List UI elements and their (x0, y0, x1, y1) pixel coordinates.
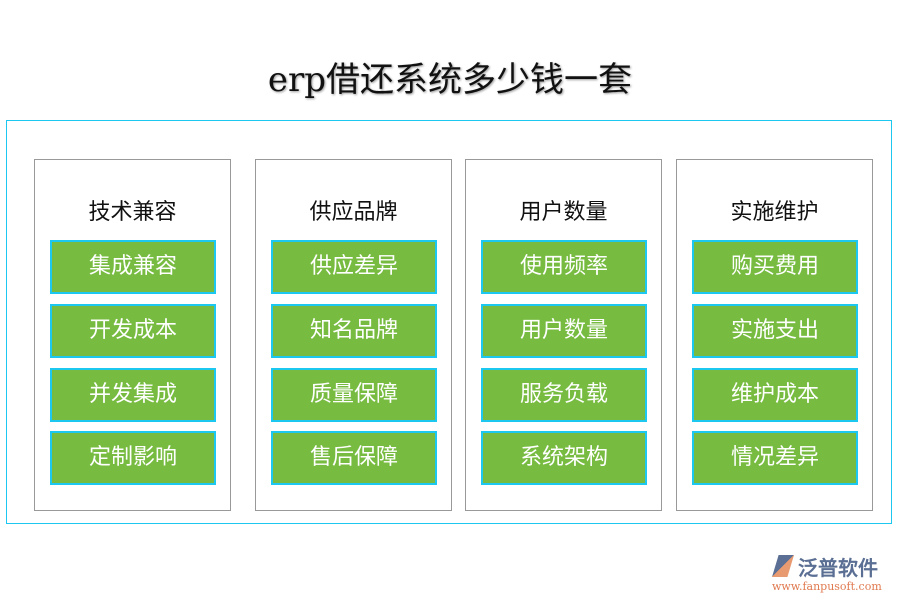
outer-frame (6, 120, 892, 524)
factor-item: 质量保障 (271, 368, 437, 422)
category-heading: 技术兼容 (88, 200, 177, 225)
category-column: 用户数量使用频率用户数量服务负载系统架构 (465, 159, 662, 511)
factor-item: 使用频率 (481, 240, 647, 294)
logo-icon (772, 555, 794, 577)
factor-item: 开发成本 (50, 304, 216, 358)
page-title: erp借还系统多少钱一套 (267, 60, 633, 100)
factor-item: 购买费用 (692, 240, 858, 294)
factor-item: 集成兼容 (50, 240, 216, 294)
factor-item: 供应差异 (271, 240, 437, 294)
factor-item: 实施支出 (692, 304, 858, 358)
category-heading: 供应品牌 (309, 200, 398, 225)
logo-url: www.fanpusoft.com (772, 580, 882, 593)
factor-item: 定制影响 (50, 431, 216, 485)
factor-item: 售后保障 (271, 431, 437, 485)
factor-item: 并发集成 (50, 368, 216, 422)
logo: 泛普软件 www.fanpusoft.com (770, 552, 895, 597)
category-heading: 实施维护 (730, 200, 819, 225)
factor-item: 系统架构 (481, 431, 647, 485)
logo-name: 泛普软件 (798, 556, 878, 580)
factor-item: 情况差异 (692, 431, 858, 485)
category-column: 实施维护购买费用实施支出维护成本情况差异 (676, 159, 873, 511)
factor-item: 用户数量 (481, 304, 647, 358)
category-heading: 用户数量 (519, 200, 608, 225)
factor-item: 服务负载 (481, 368, 647, 422)
category-column: 供应品牌供应差异知名品牌质量保障售后保障 (255, 159, 452, 511)
factor-item: 维护成本 (692, 368, 858, 422)
factor-item: 知名品牌 (271, 304, 437, 358)
category-column: 技术兼容集成兼容开发成本并发集成定制影响 (34, 159, 231, 511)
